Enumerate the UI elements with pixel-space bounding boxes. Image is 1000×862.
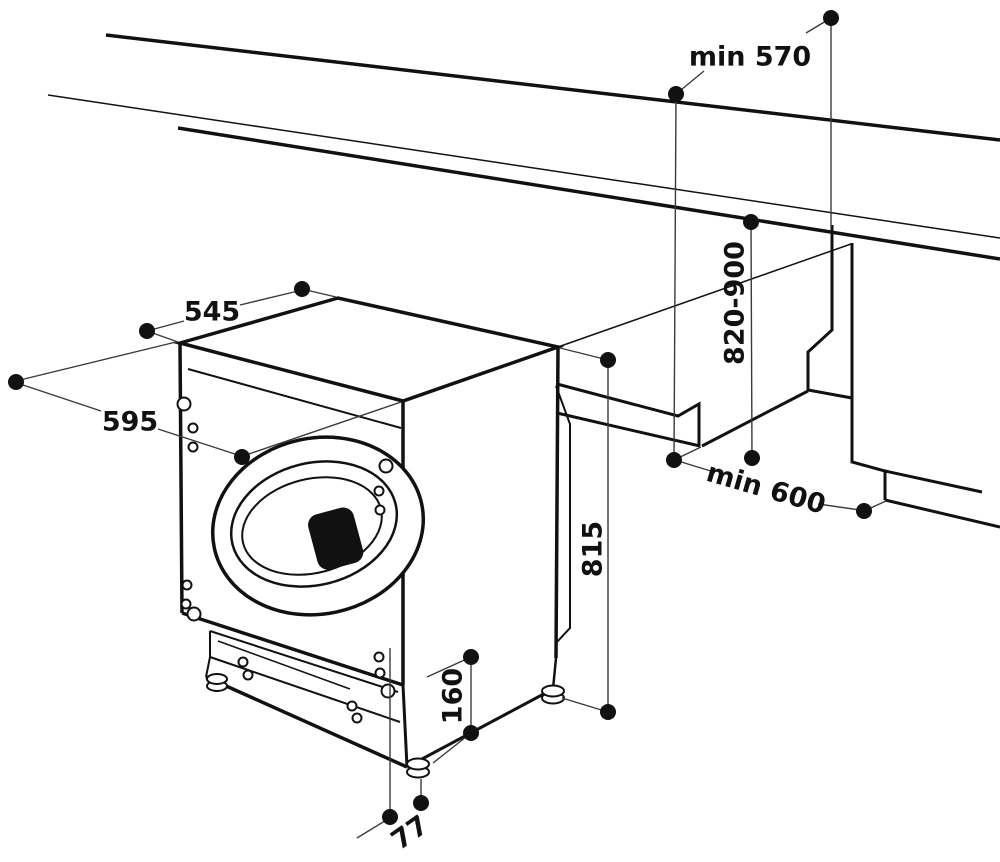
- dimension-545: 545: [139, 281, 337, 343]
- base-bottom-edge: [205, 675, 408, 769]
- plinth-recess: [205, 630, 401, 723]
- porthole-door: [210, 435, 426, 617]
- plinth-bottom-edge: [884, 498, 1000, 529]
- plinth-slot-line: [217, 640, 351, 690]
- dimension-815: 815: [559, 347, 616, 720]
- panel-front-edge-notch: [806, 225, 853, 400]
- worktop-bottom-front-edge: [177, 126, 1000, 261]
- back-right-edge: [554, 346, 560, 659]
- panel-side-edge: [850, 243, 887, 500]
- dim-label-min570: min 570: [689, 42, 811, 73]
- worktop-back-edge: [105, 33, 1000, 142]
- niche-base-rail: [556, 382, 809, 448]
- dimension-820-900: 820-900: [720, 214, 760, 466]
- front-left-edge: [178, 342, 184, 614]
- worktop-top-front-edge: [47, 94, 1000, 239]
- base-right-front-edge: [401, 684, 409, 768]
- front-panel-seam: [187, 368, 402, 429]
- washing-machine: [173, 296, 571, 779]
- floor-wall-line: [701, 389, 809, 448]
- front-panel-bottom-edge: [181, 611, 404, 687]
- cabinet-divider-panel: [806, 225, 1000, 529]
- door-handle: [308, 507, 364, 570]
- dim-label-595: 595: [102, 407, 158, 438]
- dim-label-160: 160: [438, 668, 469, 724]
- countertop-lines: [47, 33, 1000, 348]
- mounting-holes: [176, 396, 396, 724]
- foot-back-right: [541, 684, 565, 705]
- base-bottom-right-edge: [406, 687, 554, 769]
- dimension-min570: min 570: [668, 10, 839, 461]
- foot-front-right: [406, 757, 430, 779]
- rail-top-edge: [556, 382, 701, 446]
- dimension-160: 160: [426, 649, 479, 764]
- dim-label-815: 815: [578, 521, 609, 577]
- wall-undercounter-line: [557, 243, 852, 348]
- dim-label-820-900: 820-900: [720, 241, 751, 365]
- rail-bottom-edge: [556, 411, 701, 448]
- base-back-corner-edge: [551, 657, 558, 690]
- dimension-595: 595: [8, 341, 402, 465]
- dim-label-545: 545: [184, 297, 240, 328]
- side-panel-recess: [555, 385, 571, 644]
- foot-front-left: [206, 673, 228, 692]
- plinth-top-edge: [884, 469, 983, 494]
